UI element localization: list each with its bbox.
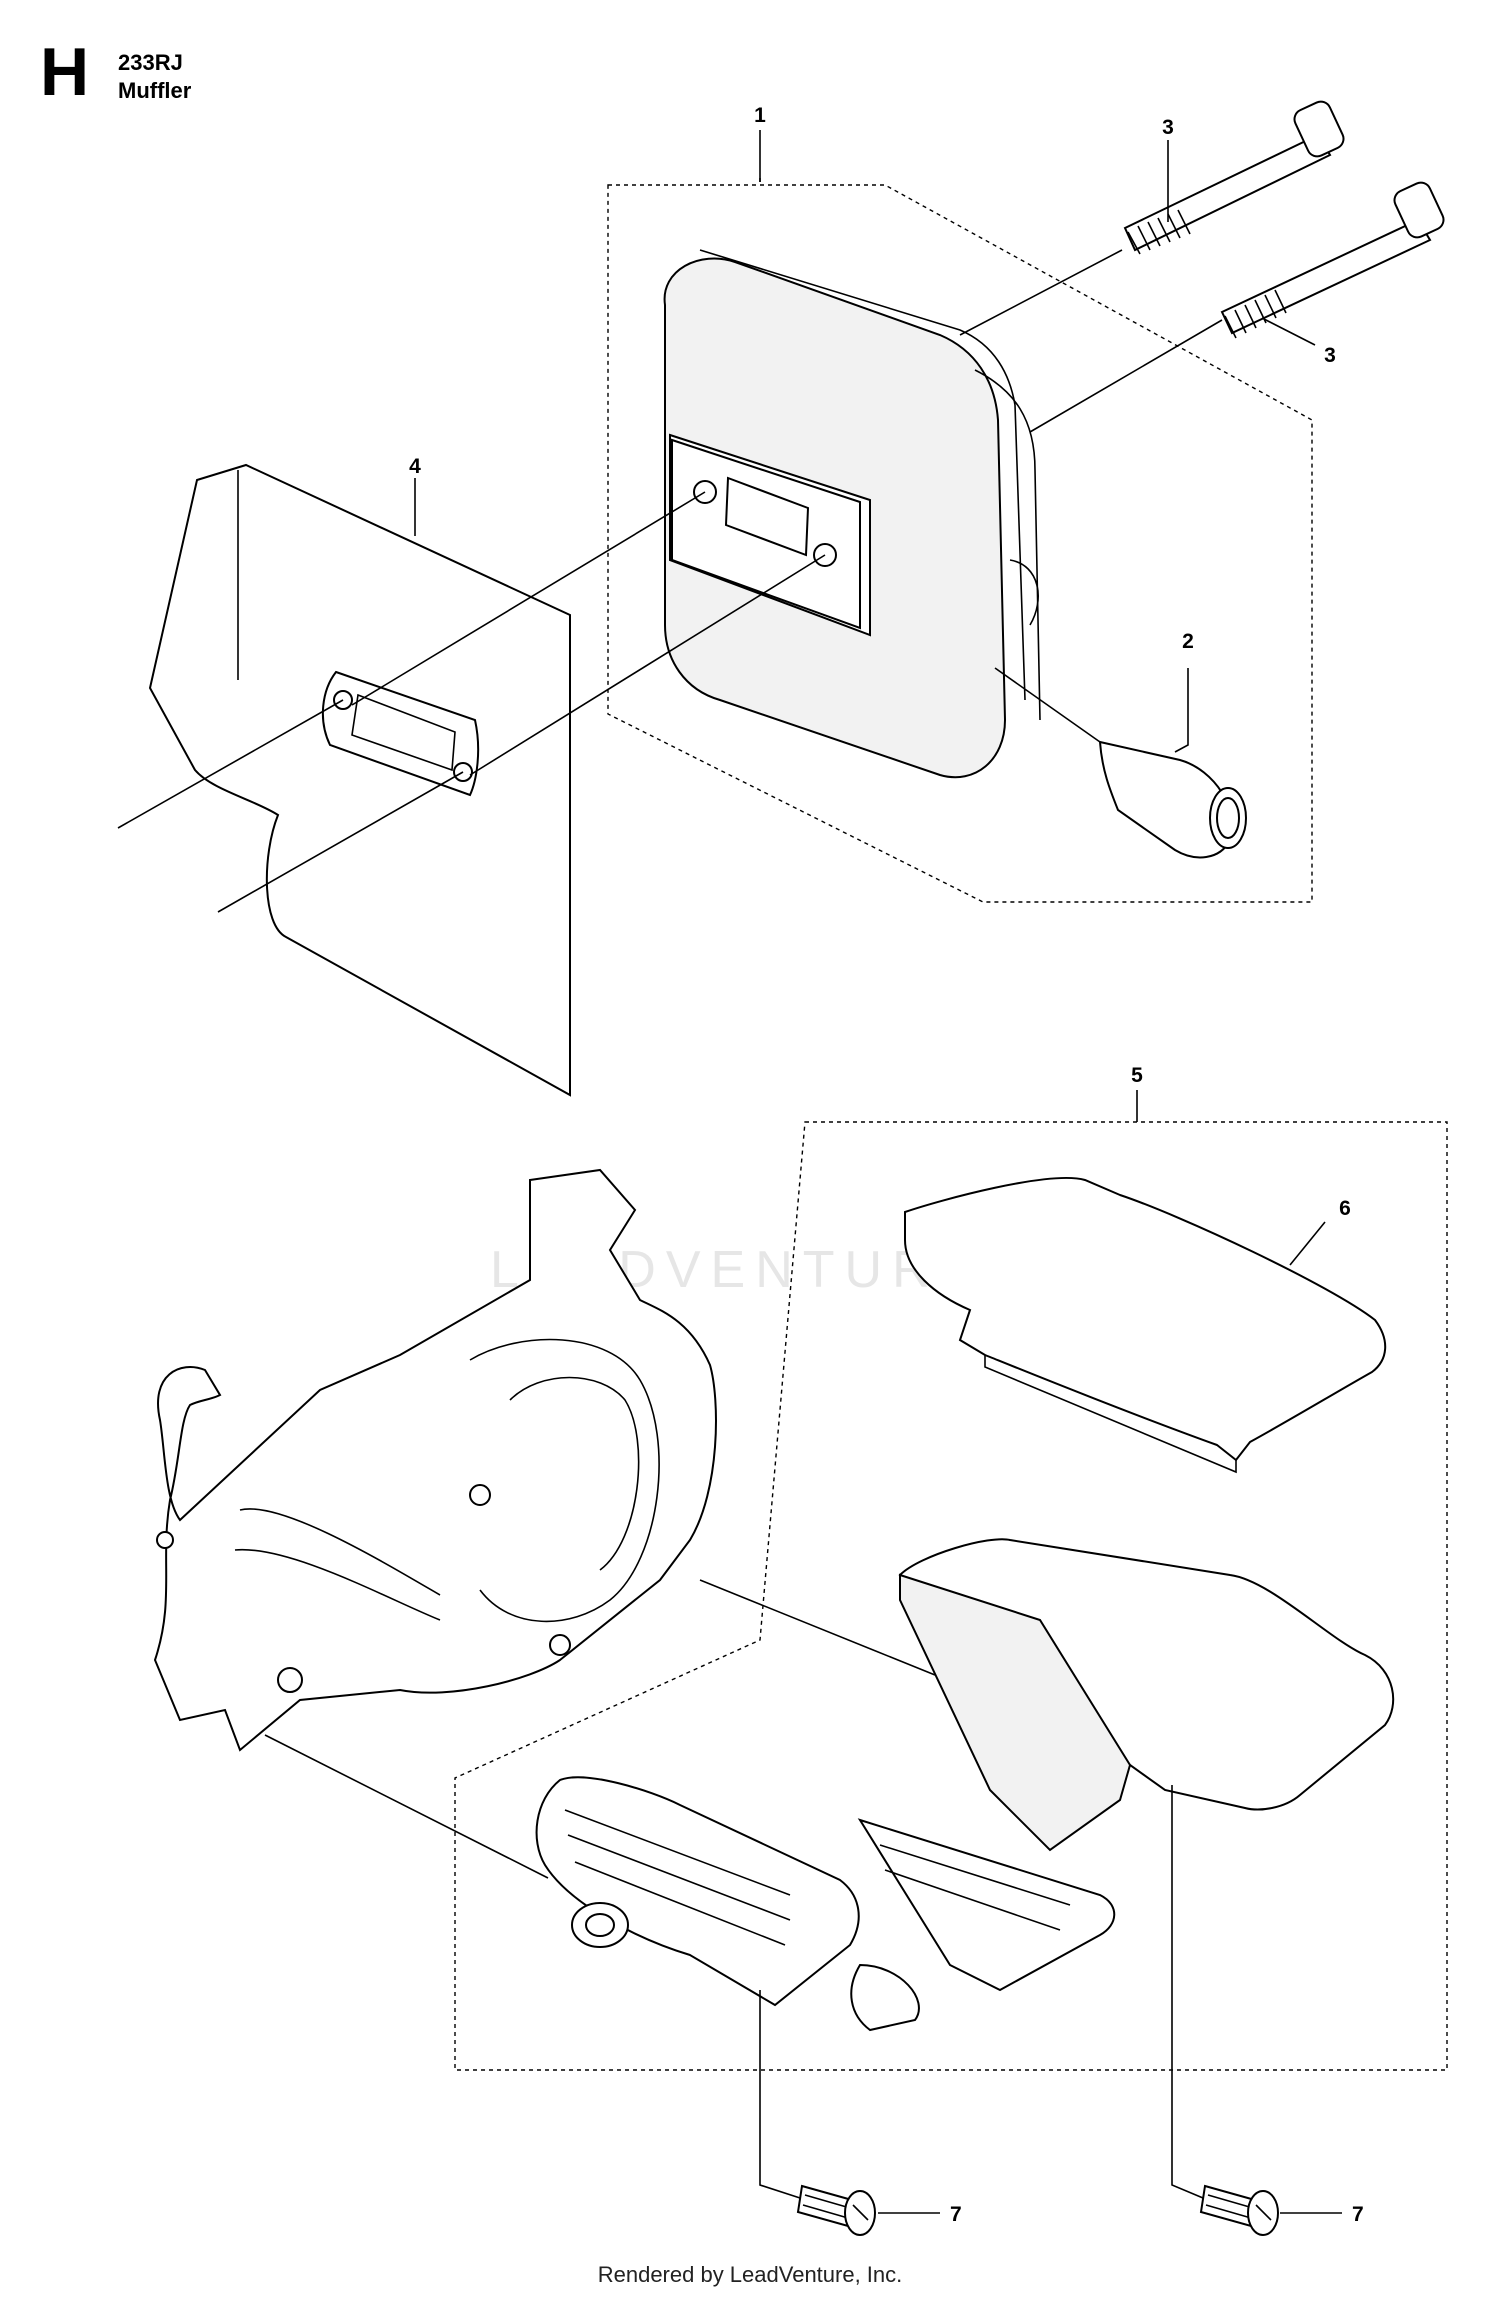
group-5-outline — [454, 1121, 1448, 2071]
part-2-plug[interactable] — [1098, 740, 1247, 859]
callout-3-lower: 3 — [1324, 344, 1336, 367]
part-7-screw-right[interactable] — [1199, 2184, 1279, 2236]
callout-2: 2 — [1182, 630, 1194, 653]
assembly-lines — [117, 178, 1223, 2199]
part-3-bolt-lower[interactable] — [1220, 179, 1447, 339]
part-3-bolt-upper[interactable] — [1123, 98, 1347, 255]
part-4-heat-shield[interactable] — [148, 463, 571, 1097]
callout-4: 4 — [409, 455, 421, 478]
part-5-muffler-cover[interactable] — [535, 1538, 1395, 2032]
group-1-outline — [607, 184, 1313, 903]
model-number: 233RJ — [118, 50, 183, 75]
engine-crankcase — [153, 1168, 717, 1752]
footer-credit: Rendered by LeadVenture, Inc. — [597, 2262, 903, 2287]
callout-3-upper: 3 — [1162, 116, 1174, 139]
callout-6: 6 — [1339, 1197, 1351, 1220]
callout-7-left: 7 — [950, 2203, 962, 2226]
part-6-plate[interactable] — [904, 1176, 1387, 1474]
part-7-screw-left[interactable] — [796, 2184, 876, 2236]
diagram-title: Muffler — [118, 78, 192, 103]
part-1-muffler-body[interactable] — [663, 249, 1041, 779]
callout-1: 1 — [754, 104, 766, 127]
section-letter: H — [40, 34, 90, 110]
callout-7-right: 7 — [1352, 2203, 1364, 2226]
callout-5: 5 — [1131, 1064, 1143, 1087]
callout-leaders — [414, 130, 1342, 2214]
